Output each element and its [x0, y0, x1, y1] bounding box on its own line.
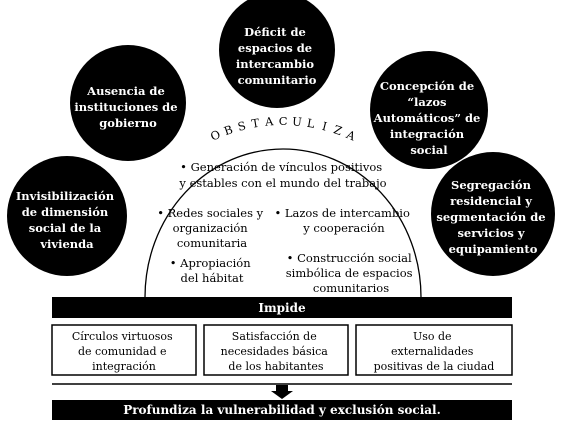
circle-upper-right-text: Concepción de “lazos Automáticos” de int…	[373, 79, 485, 157]
vulnerability-label: Profundiza la vulnerabilidad y exclusión…	[123, 403, 441, 417]
arc-letter: U	[292, 114, 303, 129]
box-uso: Uso de externalidades positivas de la ci…	[355, 324, 513, 376]
box-satisfaccion-text: Satisfacción de necesidades básica de lo…	[221, 330, 332, 373]
dome-item-lazos: • Lazos de intercambio y cooperación	[274, 206, 413, 235]
arc-letter: A	[263, 114, 274, 129]
arc-letter: B	[222, 122, 234, 138]
circle-lower-right: Segregación residencial y segmentación d…	[431, 152, 555, 276]
arc-letter: L	[306, 116, 316, 131]
dome-item-construccion: • Construcción social simbólica de espac…	[286, 251, 416, 295]
dome-item-redes: • Redes sociales y organización comunita…	[157, 206, 267, 250]
dome-item-apropiacion: • Apropiación del hábitat	[170, 256, 255, 285]
dome-item-vinculos: • Generación de vínculos positivos y est…	[178, 160, 386, 190]
arc-letter: S	[236, 118, 247, 134]
circle-upper-right: Concepción de “lazos Automáticos” de int…	[370, 51, 488, 169]
box-circulos-text: Círculos virtuosos de comunidad e integr…	[72, 330, 176, 373]
impide-bar	[52, 297, 512, 318]
arc-letter: A	[343, 127, 358, 144]
vulnerability-bar	[52, 400, 512, 420]
box-uso-text: Uso de externalidades positivas de la ci…	[374, 330, 495, 373]
circle-upper-left-text: Ausencia de instituciones de gobierno	[74, 84, 181, 130]
arc-letter: O	[208, 127, 222, 144]
impide-label: Impide	[258, 301, 306, 315]
arc-letter: I	[321, 119, 329, 134]
box-satisfaccion: Satisfacción de necesidades básica de lo…	[203, 324, 349, 376]
arc-letter: T	[250, 116, 260, 131]
box-circulos: Círculos virtuosos de comunidad e integr…	[51, 324, 197, 376]
circle-top: Déficit de espacios de intercambio comun…	[219, 0, 335, 108]
circle-top-text: Déficit de espacios de intercambio comun…	[236, 25, 318, 87]
down-arrow-icon	[271, 385, 293, 399]
arc-letter: Z	[332, 122, 344, 138]
circle-lower-left-text: Invisibilización de dimensión social de …	[16, 189, 118, 251]
circle-lower-right-text: Segregación residencial y segmentación d…	[436, 178, 549, 256]
circle-upper-left: Ausencia de instituciones de gobierno	[70, 45, 186, 161]
central-dome	[144, 148, 422, 298]
arc-letter: C	[279, 114, 288, 128]
circle-lower-left: Invisibilización de dimensión social de …	[7, 156, 127, 276]
